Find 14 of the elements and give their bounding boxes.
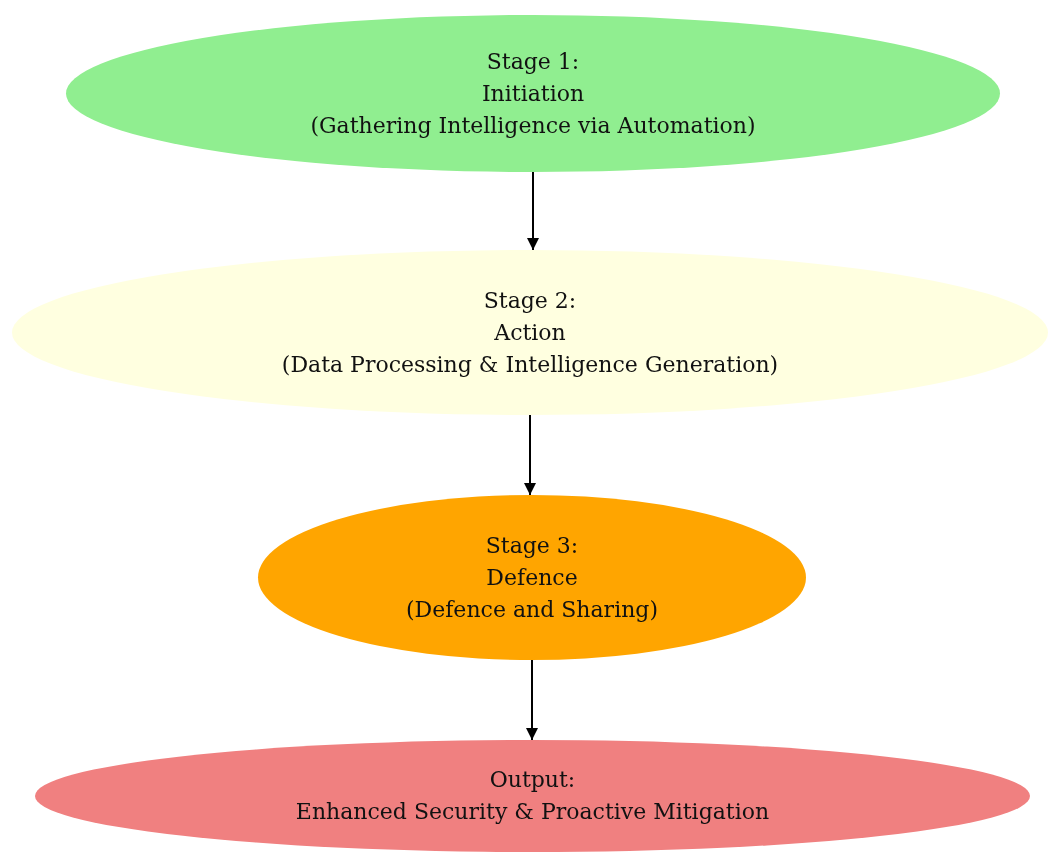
arrow <box>527 171 539 251</box>
stage-text: Output: <box>489 766 576 794</box>
stage-text: Initiation <box>481 79 585 108</box>
arrow <box>524 414 536 496</box>
stage-text: Stage 3: <box>485 531 579 560</box>
stage-text: Stage 2: <box>483 286 577 315</box>
arrow <box>526 659 538 741</box>
stage-text: Stage 1: <box>486 47 580 76</box>
stage-text: Defence <box>486 563 578 592</box>
stage-text: Enhanced Security & Proactive Mitigation <box>295 798 770 826</box>
stage-text: (Data Processing & Intelligence Generation) <box>281 350 779 379</box>
stage-text: Action <box>494 318 566 347</box>
stage-text: (Gathering Intelligence via Automation) <box>310 111 756 140</box>
stage-text: (Defence and Sharing) <box>406 595 658 624</box>
